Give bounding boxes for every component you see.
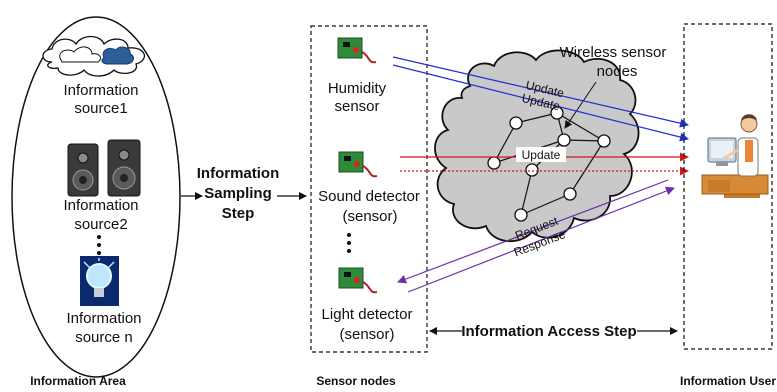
- source1-label-line2: source1: [74, 100, 127, 117]
- update-arrow-lower: [392, 64, 689, 142]
- information-area-ellipse: [11, 16, 181, 378]
- update-label-red: Update: [522, 148, 561, 162]
- humidity-sensor-line2: sensor: [334, 98, 379, 115]
- wireless-sensor-nodes-line1: Wireless sensor: [560, 44, 667, 61]
- ellipsis-dots: [97, 235, 101, 255]
- wireless-network: Wireless sensor nodes: [434, 44, 667, 243]
- pointer-to-node: [564, 81, 597, 129]
- update-arrow-upper: [392, 56, 689, 128]
- speakers-icon: [67, 139, 141, 197]
- network-node: [550, 106, 564, 120]
- user-at-desk-icon: [701, 114, 769, 198]
- sound-sensor-board-icon: [338, 151, 378, 178]
- response-arrow: [397, 179, 669, 284]
- network-node: [597, 134, 611, 148]
- sampling-step-line3: Step: [222, 205, 255, 222]
- light-sensor-line2: (sensor): [339, 326, 394, 343]
- sensor-nodes: Humidity sensor Sound detector (sensor) …: [310, 25, 428, 388]
- network-node: [514, 208, 528, 222]
- sampling-step: Information Sampling Step: [181, 165, 307, 222]
- wireless-sensor-nodes-line2: nodes: [597, 63, 638, 80]
- source2-label-line1: Information: [63, 197, 138, 214]
- sourcen-label-line2: source n: [75, 329, 133, 346]
- information-user-box: [683, 23, 773, 350]
- update-label-background: [516, 147, 566, 162]
- sampling-step-line1: Information: [197, 165, 280, 182]
- request-response-arrows: Request Response: [397, 179, 675, 293]
- sensor-ellipsis-dots: [347, 233, 351, 253]
- network-nodes: [487, 106, 611, 222]
- update-arrows-red: Update: [400, 147, 689, 176]
- sensor-nodes-caption: Sensor nodes: [316, 374, 396, 388]
- cloud-icon: [42, 35, 146, 77]
- sampling-step-line2: Sampling: [204, 185, 272, 202]
- network-node: [563, 187, 577, 201]
- sourcen-label-line1: Information: [66, 310, 141, 327]
- network-node: [525, 163, 539, 177]
- source1-label-line1: Information: [63, 82, 138, 99]
- network-node: [509, 116, 523, 130]
- access-step-label: Information Access Step: [461, 323, 636, 340]
- humidity-sensor-board-icon: [337, 37, 377, 64]
- humidity-sensor-line1: Humidity: [328, 80, 387, 97]
- request-arrow: [407, 186, 675, 293]
- light-bulb-icon: [80, 256, 119, 306]
- access-step: Information Access Step: [429, 323, 678, 340]
- light-sensor-line1: Light detector: [322, 306, 413, 323]
- information-user: Information User: [680, 23, 776, 388]
- network-node: [487, 156, 501, 170]
- source2-label-line2: source2: [74, 216, 127, 233]
- network-node: [557, 133, 571, 147]
- sound-sensor-line2: (sensor): [342, 208, 397, 225]
- light-sensor-board-icon: [338, 267, 378, 294]
- information-user-caption: Information User: [680, 374, 776, 388]
- information-area-caption: Information Area: [30, 374, 126, 388]
- sound-sensor-line1: Sound detector: [318, 188, 420, 205]
- sensor-nodes-box: [310, 25, 428, 353]
- information-area: Information source1 Information source2: [11, 16, 181, 388]
